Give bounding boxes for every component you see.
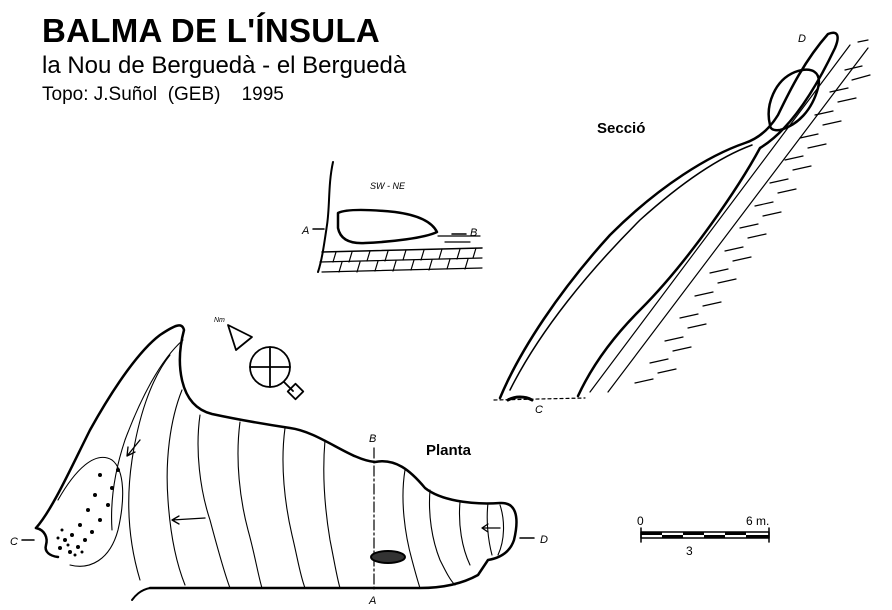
survey-credits: Topo: J.Suñol (GEB) 1995 [42,84,284,105]
scale-end-label: 6 m. [746,514,769,528]
marker-b-plan: B [369,433,376,445]
plan-view-label: Planta [426,442,472,459]
section-view [493,31,871,402]
marker-b-profile: B [470,227,477,239]
north-label: Nm [214,317,225,324]
plan-view [21,324,535,601]
scale-start-label: 0 [637,514,644,528]
marker-c-plan: C [10,536,18,548]
marker-d-plan: D [540,534,548,546]
marker-a-profile: A [301,225,309,237]
profile-inset [312,161,483,273]
north-arrow [227,324,305,401]
marker-c-section: C [535,404,543,416]
section-view-label: Secció [597,120,646,137]
marker-d-section: D [798,33,806,45]
scale-bar [640,527,770,543]
marker-a-plan: A [368,595,376,607]
profile-orientation-label: SW - NE [370,181,406,191]
cave-title: BALMA DE L'ÍNSULA [42,12,381,49]
location-subtitle: la Nou de Berguedà - el Berguedà [42,52,407,79]
boulder-dots [56,468,120,557]
scale-mid-label: 3 [686,544,693,558]
